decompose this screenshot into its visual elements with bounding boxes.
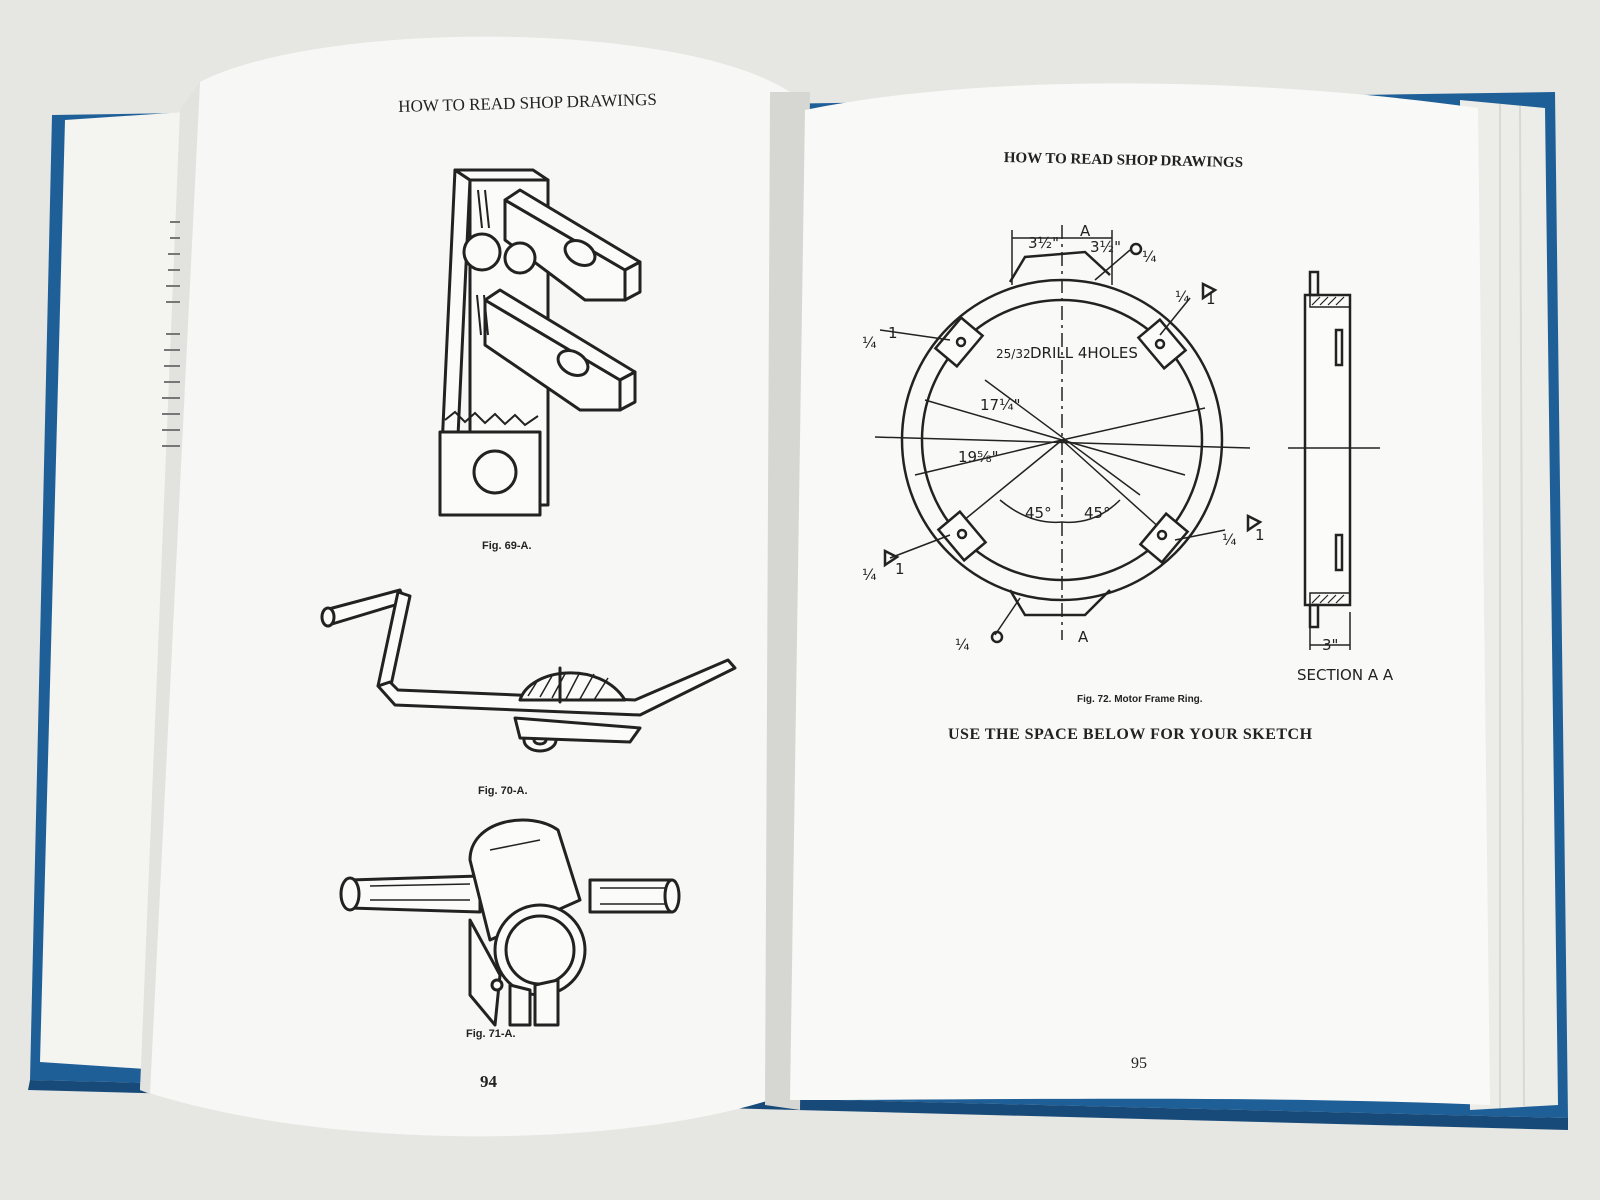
section-title: SECTION A A — [1297, 666, 1394, 684]
section-hatch — [1311, 296, 1345, 604]
fig-70a-caption: Fig. 70-A. — [478, 785, 528, 797]
weld-size-5: ¼ — [1142, 248, 1157, 266]
left-page-number: 94 — [480, 1072, 497, 1091]
fig-69a-weld-marks — [444, 189, 539, 427]
under-page-text-lines — [162, 221, 180, 447]
weld-count-3: 1 — [1255, 526, 1265, 544]
dim-top-left: 3½" — [1028, 234, 1059, 252]
weld-size-3: ¼ — [1222, 531, 1237, 549]
angle-left: 45° — [1025, 504, 1052, 522]
fig-72-labels: A A 3½" 3½" 25/32 DRILL 4HOLES 17¼" 19⅝"… — [862, 222, 1394, 684]
weld-count-4: 1 — [895, 560, 905, 578]
drill-note: DRILL 4HOLES — [1030, 344, 1138, 362]
top-lug — [1008, 250, 1111, 283]
fig-72-drawing — [874, 225, 1380, 650]
fig-71a-caption: Fig. 71-A. — [466, 1028, 516, 1040]
fig-72-caption: Fig. 72. Motor Frame Ring. — [1077, 694, 1203, 705]
dim-top-right: 3½" — [1090, 238, 1121, 256]
fig-71a-shading — [369, 839, 665, 905]
weld-size-1: ¼ — [862, 334, 877, 352]
left-page-curl-shade — [140, 82, 200, 1094]
fig-69a-caption: Fig. 69-A. — [482, 540, 532, 552]
weld-count-2: 1 — [1206, 290, 1216, 308]
right-page — [790, 83, 1490, 1106]
section-letter-bottom: A — [1078, 628, 1089, 646]
drill-fraction: 25/32 — [996, 347, 1031, 361]
section-letter-top: A — [1080, 222, 1091, 240]
angle-right: 45° — [1084, 504, 1111, 522]
fig-69a-drawing — [438, 168, 642, 517]
sketch-instruction: USE THE SPACE BELOW FOR YOUR SKETCH — [948, 726, 1313, 743]
left-under-page — [40, 112, 185, 1070]
weld-count-1: 1 — [888, 324, 898, 342]
dia-inner: 17¼" — [980, 396, 1021, 414]
dia-outer: 19⅝" — [958, 448, 999, 466]
section-width: 3" — [1322, 636, 1338, 654]
weld-size-4: ¼ — [862, 566, 877, 584]
right-page-number: 95 — [1131, 1055, 1147, 1072]
left-page — [140, 36, 790, 1137]
weld-size-6: ¼ — [955, 636, 970, 654]
fig-70a-hatching — [527, 671, 609, 701]
weld-size-2: ¼ — [1175, 288, 1190, 306]
